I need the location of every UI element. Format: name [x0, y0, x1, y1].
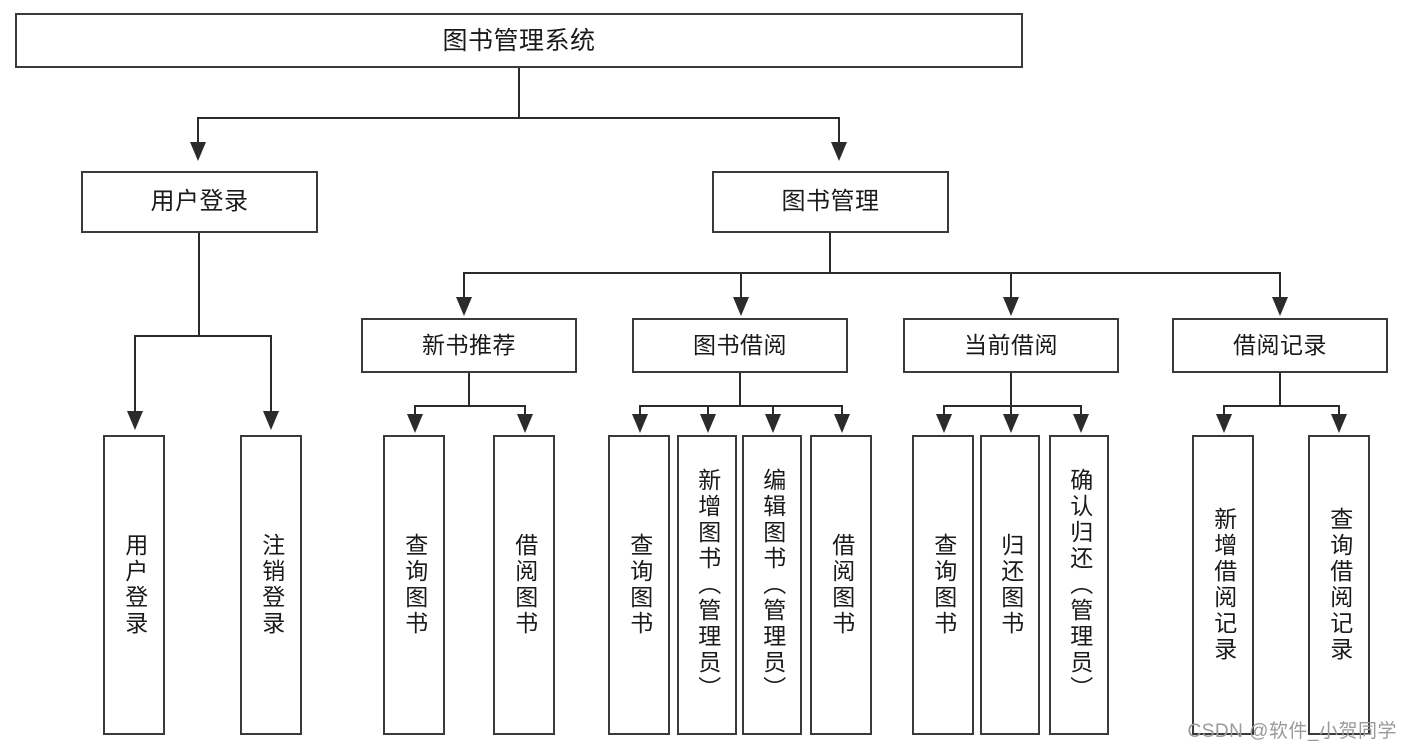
- connector-root-drop-1: [197, 117, 199, 142]
- leaf-label: 查询图书: [930, 533, 957, 637]
- arrow-to-leaf-bb-add-book: [700, 414, 716, 433]
- node-new-book-recommend[interactable]: 新书推荐: [361, 318, 577, 373]
- arrow-to-leaf-cb-return-book: [1003, 414, 1019, 433]
- connector-bb-drop-2: [707, 405, 709, 416]
- connector-cb-stem: [1010, 373, 1012, 405]
- leaf-label: 确认归还（管理员）: [1066, 468, 1093, 702]
- leaf-bb-add-book[interactable]: 新增图书（管理员）: [677, 435, 737, 735]
- leaf-cb-confirm-return[interactable]: 确认归还（管理员）: [1049, 435, 1109, 735]
- leaf-bb-edit-book[interactable]: 编辑图书（管理员）: [742, 435, 802, 735]
- connector-user-login-stem: [198, 233, 200, 335]
- arrow-to-leaf-logout: [263, 411, 279, 430]
- connector-bm-drop-2: [740, 272, 742, 297]
- arrow-to-book-management: [831, 142, 847, 161]
- arrow-to-new-book-recommend: [456, 297, 472, 316]
- arrow-to-leaf-nbr-query-book: [407, 414, 423, 433]
- arrow-to-leaf-cb-confirm-return: [1073, 414, 1089, 433]
- leaf-label: 借阅图书: [828, 533, 855, 637]
- leaf-label: 新增图书（管理员）: [694, 468, 721, 702]
- connector-bm-drop-1: [463, 272, 465, 297]
- connector-user-login-drop-1: [134, 335, 136, 411]
- arrow-to-leaf-user-login: [127, 411, 143, 430]
- connector-nbr-drop-2: [524, 405, 526, 416]
- connector-bb-drop-1: [639, 405, 641, 416]
- leaf-label: 借阅图书: [511, 533, 538, 637]
- leaf-label: 用户登录: [121, 533, 148, 637]
- leaf-logout[interactable]: 注销登录: [240, 435, 302, 735]
- connector-user-login-bus: [134, 335, 270, 337]
- connector-cb-drop-2: [1010, 405, 1012, 416]
- connector-bb-drop-4: [841, 405, 843, 416]
- arrow-to-current-borrow: [1003, 297, 1019, 316]
- arrow-to-borrow-record: [1272, 297, 1288, 316]
- node-user-login[interactable]: 用户登录: [81, 171, 318, 233]
- arrow-to-leaf-br-query-record: [1331, 414, 1347, 433]
- connector-book-management-bus: [463, 272, 1280, 274]
- leaf-label: 归还图书: [997, 533, 1024, 637]
- leaf-cb-return-book[interactable]: 归还图书: [980, 435, 1040, 735]
- arrow-to-leaf-nbr-borrow-book: [517, 414, 533, 433]
- leaf-nbr-borrow-book[interactable]: 借阅图书: [493, 435, 555, 735]
- connector-user-login-drop-2: [270, 335, 272, 411]
- connector-br-drop-1: [1223, 405, 1225, 416]
- leaf-bb-borrow-book[interactable]: 借阅图书: [810, 435, 872, 735]
- connector-root-drop-2: [838, 117, 840, 142]
- connector-nbr-drop-1: [414, 405, 416, 416]
- connector-cb-drop-1: [943, 405, 945, 416]
- node-book-management[interactable]: 图书管理: [712, 171, 949, 233]
- leaf-label: 新增借阅记录: [1210, 507, 1237, 663]
- node-book-borrow[interactable]: 图书借阅: [632, 318, 848, 373]
- arrow-to-leaf-br-add-record: [1216, 414, 1232, 433]
- connector-nbr-bus: [414, 405, 524, 407]
- connector-bb-bus: [639, 405, 842, 407]
- connector-br-stem: [1279, 373, 1281, 405]
- connector-bm-drop-3: [1010, 272, 1012, 297]
- arrow-to-book-borrow: [733, 297, 749, 316]
- connector-cb-drop-3: [1080, 405, 1082, 416]
- leaf-cb-query-book[interactable]: 查询图书: [912, 435, 974, 735]
- arrow-to-leaf-cb-query-book: [936, 414, 952, 433]
- leaf-label: 查询借阅记录: [1326, 507, 1353, 663]
- watermark-text: CSDN @软件_小贺同学: [1187, 721, 1397, 742]
- connector-br-bus: [1223, 405, 1338, 407]
- node-root-book-management-system[interactable]: 图书管理系统: [15, 13, 1023, 68]
- arrow-to-user-login: [190, 142, 206, 161]
- connector-root-stem: [518, 68, 520, 117]
- node-current-borrow[interactable]: 当前借阅: [903, 318, 1119, 373]
- leaf-label: 编辑图书（管理员）: [759, 468, 786, 702]
- connector-bb-stem: [739, 373, 741, 405]
- leaf-br-add-record[interactable]: 新增借阅记录: [1192, 435, 1254, 735]
- connector-bb-drop-3: [772, 405, 774, 416]
- arrow-to-leaf-bb-borrow-book: [834, 414, 850, 433]
- arrow-to-leaf-bb-query-book: [632, 414, 648, 433]
- leaf-br-query-record[interactable]: 查询借阅记录: [1308, 435, 1370, 735]
- node-borrow-record[interactable]: 借阅记录: [1172, 318, 1388, 373]
- leaf-label: 注销登录: [258, 533, 285, 637]
- leaf-label: 查询图书: [626, 533, 653, 637]
- arrow-to-leaf-bb-edit-book: [765, 414, 781, 433]
- connector-bm-drop-4: [1279, 272, 1281, 297]
- connector-br-drop-2: [1338, 405, 1340, 416]
- connector-nbr-stem: [468, 373, 470, 405]
- leaf-user-login[interactable]: 用户登录: [103, 435, 165, 735]
- leaf-nbr-query-book[interactable]: 查询图书: [383, 435, 445, 735]
- connector-root-bus: [197, 117, 840, 119]
- connector-book-management-stem: [829, 233, 831, 272]
- leaf-label: 查询图书: [401, 533, 428, 637]
- leaf-bb-query-book[interactable]: 查询图书: [608, 435, 670, 735]
